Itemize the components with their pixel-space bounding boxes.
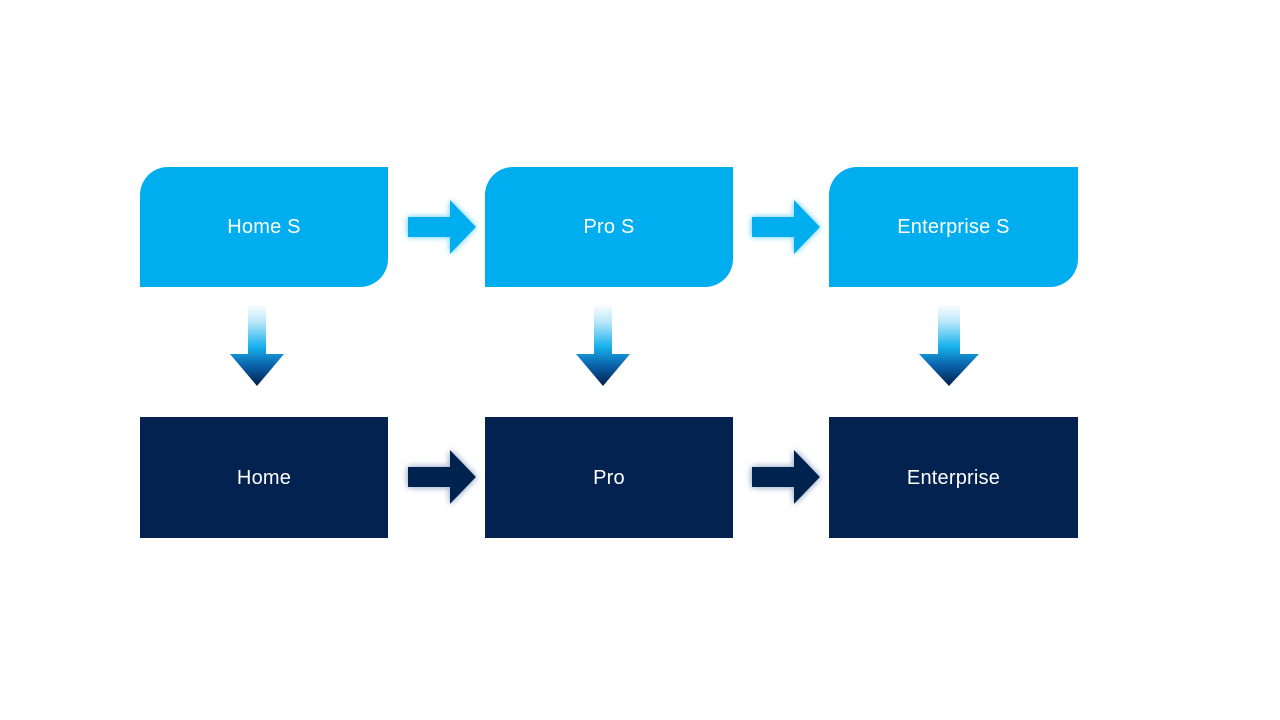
node-home[interactable]: Home [140,417,388,538]
arrow-right-icon [742,190,826,264]
arrow-right-icon [398,190,482,264]
arrow-down-icon [916,302,982,388]
node-home-s[interactable]: Home S [140,167,388,287]
node-label: Home [236,466,292,489]
node-label: Enterprise [906,466,1001,489]
node-label: Pro S [583,216,635,238]
arrow-right-icon [398,440,482,514]
node-pro[interactable]: Pro [485,417,733,538]
node-pro-s[interactable]: Pro S [485,167,733,287]
arrow-right-icon [742,440,826,514]
arrow-down-icon [570,302,636,388]
node-enterprise-s[interactable]: Enterprise S [829,167,1078,287]
node-label: Home S [227,216,301,238]
node-label: Enterprise S [897,216,1010,238]
node-label: Pro [593,466,625,489]
node-enterprise[interactable]: Enterprise [829,417,1078,538]
arrow-down-icon [224,302,290,388]
